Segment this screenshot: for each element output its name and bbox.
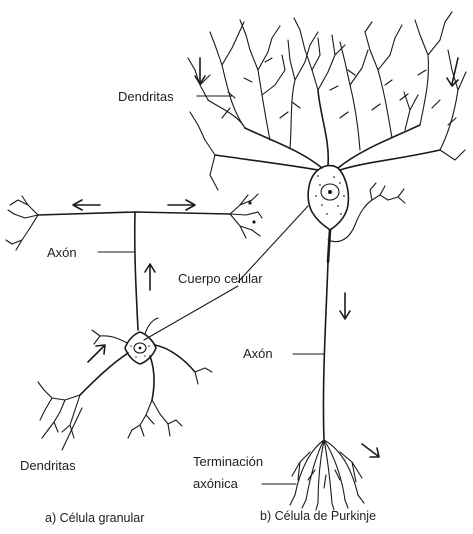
granule-parallel-fiber: [6, 194, 262, 250]
caption-purkinje-cell: b) Célula de Purkinje: [260, 509, 376, 523]
granule-cell: [6, 194, 308, 450]
granule-dendrite-arrow: [88, 345, 105, 362]
label-axon-right: Axón: [243, 346, 273, 361]
purkinje-axon-collateral: [328, 183, 405, 242]
granule-fiber-arrow-left: [73, 200, 100, 210]
purkinje-axon-terminals: [290, 440, 364, 510]
label-dendritas-top: Dendritas: [118, 89, 174, 104]
purkinje-axon: [323, 230, 330, 440]
granule-dendrites: [38, 318, 212, 438]
leader-cuerpo-celular: [144, 286, 238, 340]
label-cuerpo-celular: Cuerpo celular: [178, 271, 263, 286]
label-dendritas-bottom: Dendritas: [20, 458, 76, 473]
purkinje-axon-arrow: [340, 293, 350, 319]
purkinje-cell: [188, 12, 466, 510]
purkinje-dendritic-tree: [188, 12, 466, 190]
granule-axon: [135, 212, 138, 330]
granule-axon-arrow: [145, 264, 155, 290]
label-axon-left: Axón: [47, 245, 77, 260]
granule-fiber-arrow-right: [168, 200, 195, 210]
label-terminacion-line1: Terminación: [193, 454, 263, 469]
purkinje-terminal-arrow: [362, 444, 379, 457]
purkinje-soma: [308, 166, 348, 230]
label-terminacion-line2: axónica: [193, 476, 239, 491]
caption-granule-cell: a) Célula granular: [45, 511, 144, 525]
purkinje-dendrite-arrow-left: [195, 58, 205, 84]
